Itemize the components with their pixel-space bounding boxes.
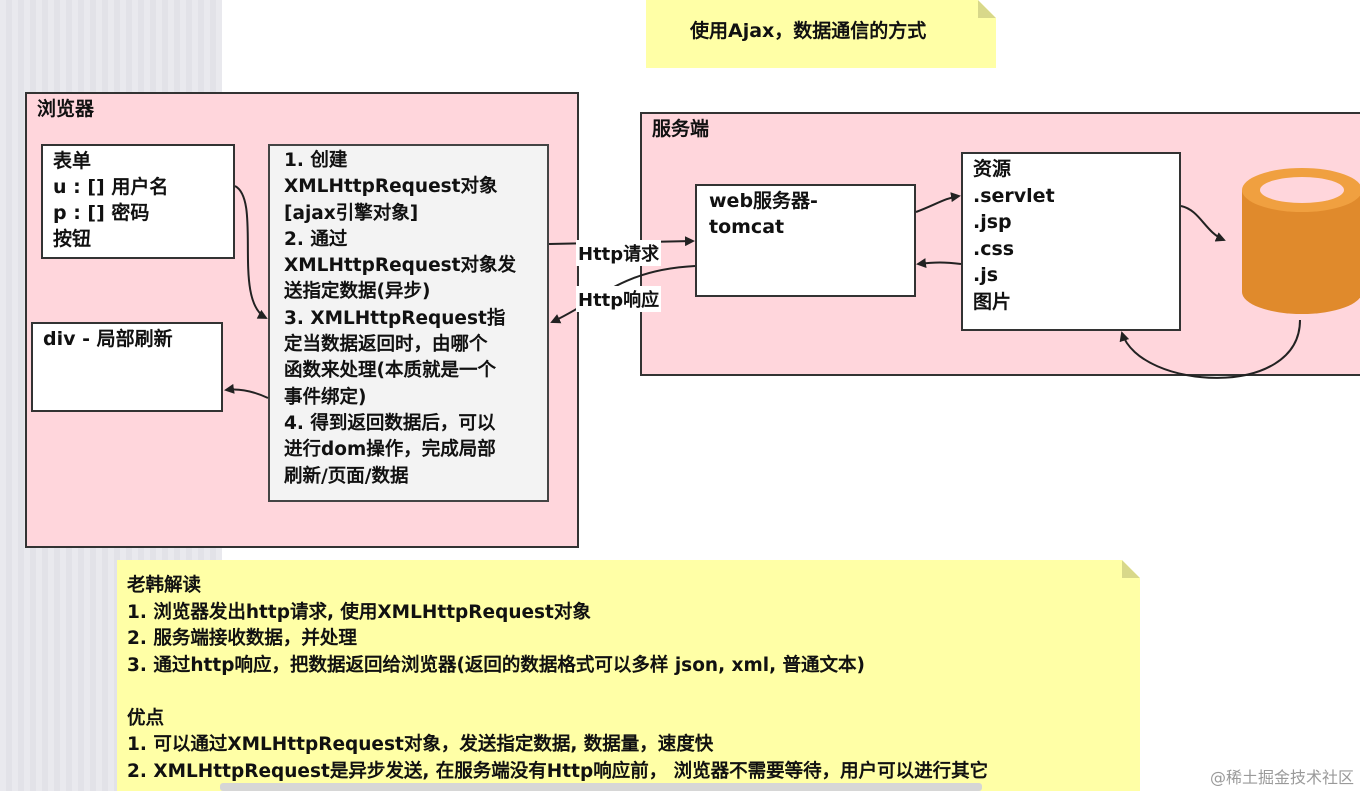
explanation-line: 优点 <box>127 707 165 729</box>
step-line: [ajax引擎对象] <box>284 202 419 224</box>
explanation-lines: 老韩解读 1. 浏览器发出http请求, 使用XMLHttpRequest对象 … <box>127 573 988 785</box>
web-server-box: web服务器- tomcat <box>695 184 916 297</box>
resource-line: .js <box>973 264 999 286</box>
ajax-steps-box: 1. 创建 XMLHttpRequest对象 [ajax引擎对象] 2. 通过 … <box>268 144 549 502</box>
explanation-note: 老韩解读 1. 浏览器发出http请求, 使用XMLHttpRequest对象 … <box>117 560 1140 791</box>
resource-line: .servlet <box>973 184 1055 207</box>
explanation-line: 1. 可以通过XMLHttpRequest对象，发送指定数据, 数据量，速度快 <box>127 734 714 755</box>
form-line: 按钮 <box>53 228 92 250</box>
web-server-line: web服务器- <box>709 190 818 212</box>
explanation-line: 1. 浏览器发出http请求, 使用XMLHttpRequest对象 <box>127 601 591 623</box>
watermark: @稀土掘金技术社区 <box>1209 768 1354 787</box>
explanation-line: 3. 通过http响应，把数据返回给浏览器(返回的数据格式可以多样 json, … <box>127 654 866 676</box>
resource-line: .jsp <box>973 211 1012 233</box>
form-box: 表单 u : [] 用户名 p : [] 密码 按钮 <box>41 144 235 259</box>
step-line: 事件绑定) <box>284 386 367 408</box>
resource-line: 图片 <box>973 290 1012 313</box>
explanation-line: 老韩解读 <box>127 575 202 596</box>
form-line: p : [] 密码 <box>53 202 150 224</box>
step-line: 1. 创建 <box>284 150 348 171</box>
arrow-form-to-steps <box>234 185 268 319</box>
step-line: 进行dom操作，完成局部 <box>284 439 496 461</box>
resources-lines: 资源 .servlet .jsp .css .js 图片 <box>973 156 1055 315</box>
div-refresh-label: div - 局部刷新 <box>43 328 173 350</box>
arrow-resources-to-db <box>1180 205 1226 242</box>
title-note: 使用Ajax，数据通信的方式 <box>646 0 996 68</box>
step-line: XMLHttpRequest对象 <box>284 176 498 198</box>
resource-line: 资源 <box>973 158 1012 180</box>
horizontal-scrollbar[interactable] <box>220 783 982 791</box>
explanation-line: 2. XMLHttpRequest是异步发送, 在服务端没有Http响应前， 浏… <box>127 760 989 782</box>
step-line: 刷新/页面/数据 <box>284 465 409 487</box>
arrow-steps-to-div <box>224 383 269 399</box>
database-icon <box>1242 168 1360 314</box>
http-request-label: Http请求 <box>576 240 662 266</box>
web-server-lines: web服务器- tomcat <box>709 188 818 240</box>
arrow-resources-to-web <box>916 258 962 269</box>
server-title: 服务端 <box>652 118 710 140</box>
step-line: 4. 得到返回数据后，可以 <box>284 412 496 434</box>
browser-title: 浏览器 <box>37 98 95 120</box>
explanation-line <box>127 679 988 706</box>
step-line: 2. 通过 <box>284 228 348 250</box>
step-line: 函数来处理(本质就是一个 <box>284 360 496 382</box>
form-lines: 表单 u : [] 用户名 p : [] 密码 按钮 <box>53 148 168 252</box>
form-line: u : [] 用户名 <box>53 176 169 198</box>
form-line: 表单 <box>53 150 92 172</box>
arrow-web-to-resources <box>915 192 961 213</box>
div-refresh-box: div - 局部刷新 <box>31 322 223 412</box>
step-line: 送指定数据(异步) <box>284 281 431 303</box>
title-note-text: 使用Ajax，数据通信的方式 <box>690 20 927 42</box>
explanation-line: 2. 服务端接收数据，并处理 <box>127 628 357 649</box>
step-line: XMLHttpRequest对象发 <box>284 255 516 277</box>
web-server-line: tomcat <box>709 216 785 238</box>
ajax-steps-lines: 1. 创建 XMLHttpRequest对象 [ajax引擎对象] 2. 通过 … <box>284 148 516 490</box>
resources-box: 资源 .servlet .jsp .css .js 图片 <box>961 152 1181 331</box>
step-line: 定当数据返回时，由哪个 <box>284 334 488 356</box>
arrow-db-to-resources <box>1119 319 1301 379</box>
resource-line: .css <box>973 237 1015 260</box>
step-line: 3. XMLHttpRequest指 <box>284 307 506 329</box>
http-response-label: Http响应 <box>576 286 662 312</box>
